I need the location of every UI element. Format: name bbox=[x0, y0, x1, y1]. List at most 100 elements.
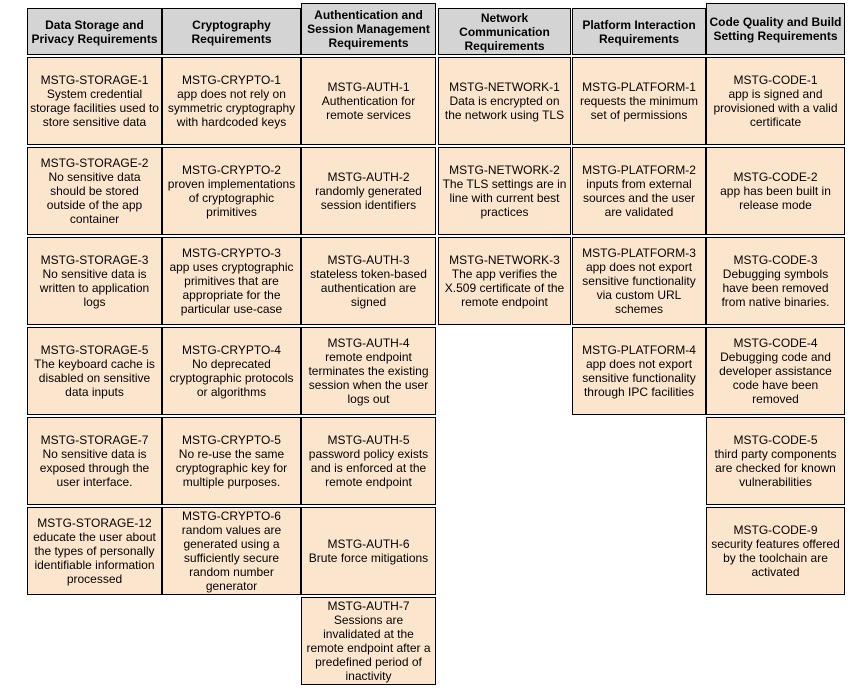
requirement-code: MSTG-AUTH-2 bbox=[327, 170, 410, 184]
column-header-cryptography: Cryptography Requirements bbox=[162, 8, 301, 55]
requirement-code: MSTG-STORAGE-3 bbox=[40, 253, 149, 267]
requirement-code: MSTG-STORAGE-5 bbox=[40, 343, 149, 357]
requirement-code: MSTG-NETWORK-3 bbox=[449, 253, 560, 267]
requirement-code: MSTG-CODE-9 bbox=[733, 523, 818, 537]
requirement-description: app does not rely on symmetric cryptogra… bbox=[167, 87, 296, 129]
requirement-code: MSTG-PLATFORM-3 bbox=[582, 246, 696, 260]
requirement-code: MSTG-NETWORK-1 bbox=[449, 80, 560, 94]
requirement-code: MSTG-NETWORK-2 bbox=[449, 163, 560, 177]
column-code-quality-build: Code Quality and Build Setting Requireme… bbox=[706, 0, 845, 597]
requirement-code: MSTG-AUTH-7 bbox=[327, 599, 410, 613]
requirement-description: app does not export sensitive functional… bbox=[582, 357, 696, 399]
requirement-description: Authentication for remote services bbox=[321, 94, 416, 122]
requirement-description: app does not export sensitive functional… bbox=[582, 260, 696, 316]
requirement-code: MSTG-CODE-3 bbox=[733, 253, 818, 267]
column-header-platform-interaction: Platform Interaction Requirements bbox=[572, 8, 706, 55]
requirement-description: app uses cryptographic primitives that a… bbox=[169, 260, 294, 316]
requirement-description: remote endpoint terminates the existing … bbox=[308, 350, 429, 406]
requirement-code: MSTG-CRYPTO-3 bbox=[182, 246, 281, 260]
requirement-description: No deprecated cryptographic protocols or… bbox=[169, 357, 294, 399]
requirement-code: MSTG-AUTH-1 bbox=[327, 80, 410, 94]
requirement-description: Data is encrypted on the network using T… bbox=[444, 94, 565, 122]
column-authentication-session: Authentication and Session Management Re… bbox=[301, 0, 436, 687]
column-network-communication: Network Communication Requirements MSTG-… bbox=[438, 0, 571, 327]
requirement-code: MSTG-STORAGE-2 bbox=[40, 156, 149, 170]
column-data-storage-privacy: Data Storage and Privacy Requirements MS… bbox=[27, 0, 162, 597]
requirement-code: MSTG-CRYPTO-2 bbox=[182, 163, 281, 177]
requirement-code: MSTG-STORAGE-7 bbox=[40, 433, 149, 447]
requirement-description: inputs from external sources and the use… bbox=[582, 177, 696, 219]
requirement-description: The keyboard cache is disabled on sensit… bbox=[34, 357, 155, 399]
requirement-description: Sessions are invalidated at the remote e… bbox=[306, 613, 431, 683]
requirement-code: MSTG-CRYPTO-1 bbox=[182, 73, 281, 87]
requirement-code: MSTG-AUTH-4 bbox=[327, 336, 410, 350]
requirement-code: MSTG-CODE-5 bbox=[733, 433, 818, 447]
column-header-authentication-session: Authentication and Session Management Re… bbox=[301, 3, 436, 55]
requirement-description: app is signed and provisioned with a val… bbox=[713, 87, 838, 129]
requirement-description: third party components are checked for k… bbox=[714, 447, 837, 489]
requirement-description: random values are generated using a suff… bbox=[181, 523, 282, 593]
requirement-code: MSTG-AUTH-6 bbox=[327, 537, 410, 551]
requirement-code: MSTG-CODE-4 bbox=[733, 336, 818, 350]
requirement-description: The TLS settings are in line with curren… bbox=[442, 177, 567, 219]
requirement-code: MSTG-AUTH-3 bbox=[327, 253, 410, 267]
column-header-data-storage-privacy: Data Storage and Privacy Requirements bbox=[27, 8, 162, 55]
requirement-code: MSTG-STORAGE-1 bbox=[40, 73, 149, 87]
requirement-code: MSTG-CODE-2 bbox=[733, 170, 818, 184]
requirement-description: No sensitive data is written to applicat… bbox=[39, 267, 150, 309]
requirement-description: Debugging code and developer assistance … bbox=[719, 350, 832, 406]
requirement-description: Brute force mitigations bbox=[308, 551, 429, 565]
requirement-code: MSTG-CRYPTO-5 bbox=[182, 433, 281, 447]
requirement-description: Debugging symbols have been removed from… bbox=[721, 267, 830, 309]
requirement-description: randomly generated session identifiers bbox=[315, 184, 422, 212]
requirement-description: requests the minimum set of permissions bbox=[579, 94, 699, 122]
column-header-network-communication: Network Communication Requirements bbox=[438, 8, 571, 55]
requirement-description: password policy exists and is enforced a… bbox=[308, 447, 429, 489]
column-platform-interaction: Platform Interaction Requirements MSTG-P… bbox=[572, 0, 706, 417]
column-header-code-quality-build: Code Quality and Build Setting Requireme… bbox=[706, 3, 845, 55]
requirement-description: System credential storage facilities use… bbox=[30, 87, 159, 129]
requirement-description: proven implementations of cryptographic … bbox=[167, 177, 296, 219]
requirement-code: MSTG-AUTH-5 bbox=[327, 433, 410, 447]
requirement-code: MSTG-PLATFORM-1 bbox=[582, 80, 696, 94]
requirement-code: MSTG-STORAGE-12 bbox=[37, 516, 152, 530]
requirement-code: MSTG-CRYPTO-6 bbox=[182, 509, 281, 523]
requirement-description: app has been built in release mode bbox=[720, 184, 831, 212]
requirement-code: MSTG-CODE-1 bbox=[733, 73, 818, 87]
requirement-description: stateless token-based authentication are… bbox=[310, 267, 427, 309]
requirement-description: No sensitive data should be stored outsi… bbox=[46, 170, 143, 226]
requirement-description: security features offered by the toolcha… bbox=[711, 537, 840, 579]
